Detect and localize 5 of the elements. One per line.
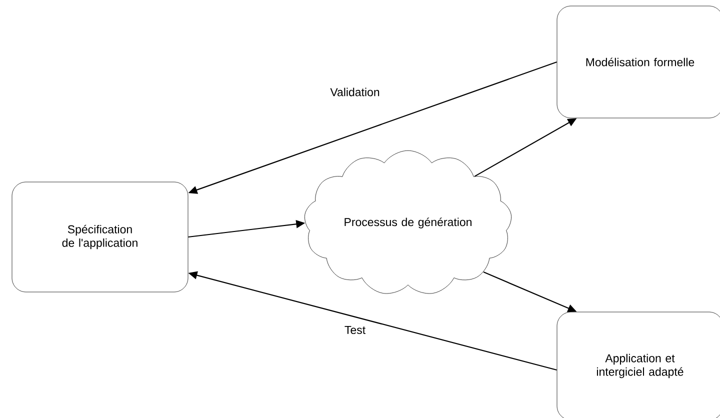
process-box: Spécification de l'application [12,182,188,292]
process-box: Modélisation formelle [556,6,720,118]
edge-label: Test [343,324,367,335]
process-box: Application et intergiciel adapté [556,312,720,418]
edge-label: Validation [329,86,381,98]
